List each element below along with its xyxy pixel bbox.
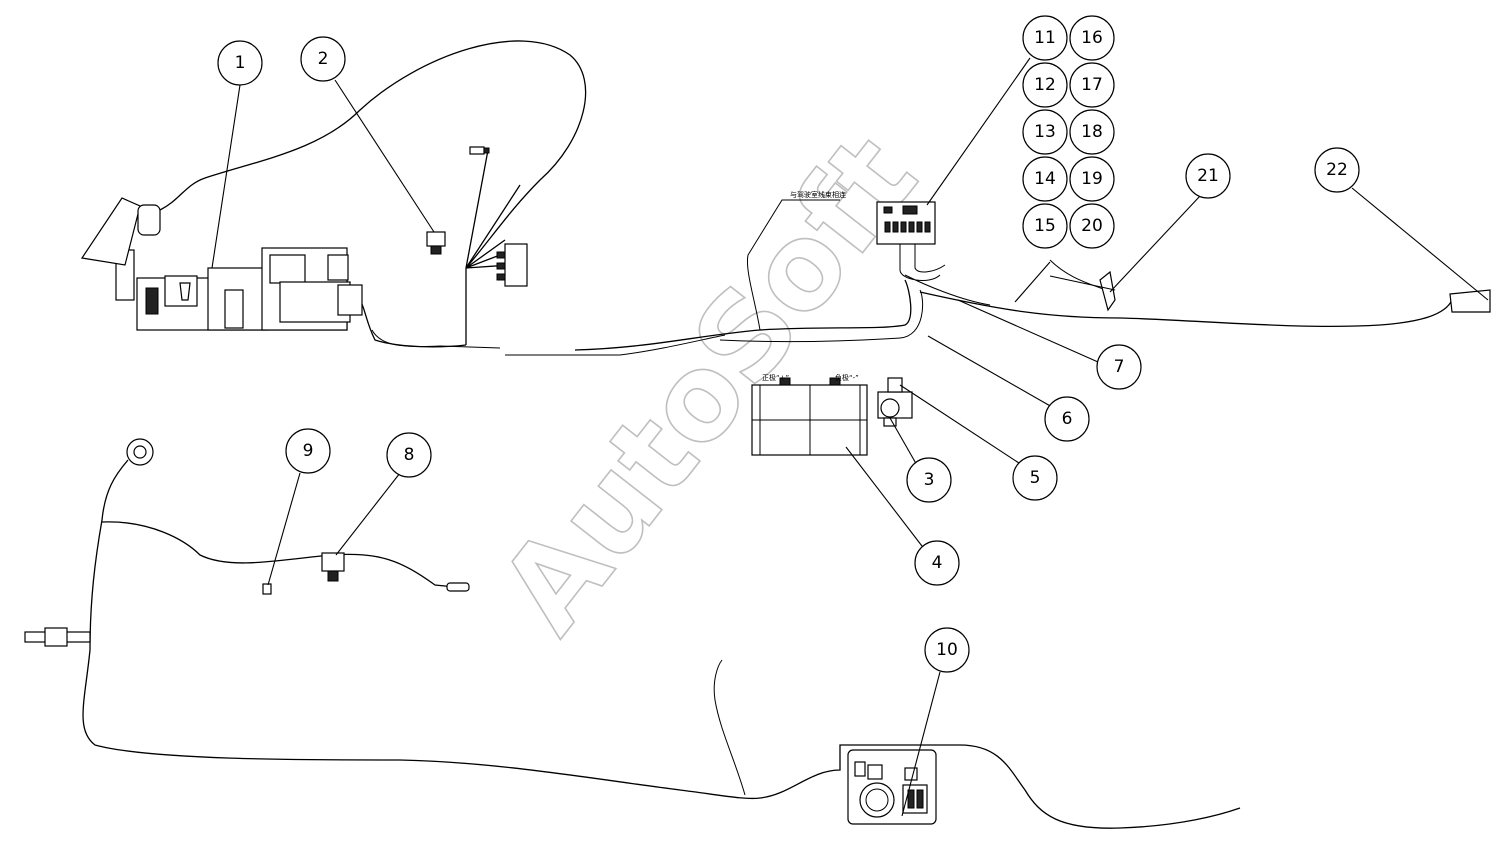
svg-text:15: 15 (1034, 216, 1056, 236)
svg-text:18: 18 (1081, 122, 1103, 142)
leader-lines (211, 57, 1489, 817)
callout-11: 11 (1022, 15, 1068, 61)
battery-switch (877, 377, 913, 427)
svg-text:8: 8 (404, 445, 415, 465)
callout-20: 20 (1069, 203, 1115, 249)
callout-13: 13 (1022, 109, 1068, 155)
callout-2: 2 (300, 36, 346, 82)
svg-text:17: 17 (1081, 75, 1103, 95)
callout-18: 18 (1069, 109, 1115, 155)
upper-harness-loop (159, 40, 587, 269)
svg-text:14: 14 (1034, 169, 1056, 189)
gauge-panel (847, 749, 937, 825)
callout-8: 8 (386, 432, 432, 478)
svg-text:6: 6 (1062, 409, 1073, 429)
engine-harness-branch (465, 149, 521, 269)
fuse-box-harness (899, 244, 991, 306)
callout-6: 6 (1044, 396, 1090, 442)
callout-7: 7 (1096, 344, 1142, 390)
svg-text:7: 7 (1114, 357, 1125, 377)
lower-harness-branch (101, 521, 466, 589)
callout-16: 16 (1069, 15, 1115, 61)
connector-right-lower (446, 582, 470, 592)
callout-21: 21 (1185, 153, 1231, 199)
svg-text:9: 9 (303, 441, 314, 461)
callout-4: 4 (914, 540, 960, 586)
callout-12: 12 (1022, 62, 1068, 108)
callout-1: 1 (217, 40, 263, 86)
sensor-8 (321, 552, 345, 582)
cab-harness-lead (746, 199, 840, 331)
callout-14: 14 (1022, 156, 1068, 202)
battery (751, 377, 868, 456)
callout-19: 19 (1069, 156, 1115, 202)
sensor-9 (262, 583, 272, 595)
svg-text:4: 4 (932, 553, 943, 573)
lower-harness (82, 459, 1241, 829)
grommet (126, 438, 154, 466)
note-top: 与驾驶室线束相连 (790, 190, 846, 199)
callout-3: 3 (906, 457, 952, 503)
svg-text:5: 5 (1030, 468, 1041, 488)
svg-text:1: 1 (235, 53, 246, 73)
connector-22 (1449, 289, 1491, 313)
battery-neg-label: 负极“-” (835, 373, 859, 382)
connector-21 (1099, 270, 1116, 312)
engine-harness-main (357, 268, 467, 348)
main-harness (574, 279, 912, 351)
connector-top (469, 146, 490, 155)
callout-17: 17 (1069, 62, 1115, 108)
main-harness-return (719, 289, 924, 343)
svg-text:2: 2 (318, 49, 329, 69)
svg-text:20: 20 (1081, 216, 1103, 236)
callout-22: 22 (1314, 147, 1360, 193)
svg-text:3: 3 (924, 470, 935, 490)
svg-text:10: 10 (936, 640, 958, 660)
watermark: AutoSoft (473, 110, 943, 657)
callout-5: 5 (1012, 455, 1058, 501)
right-harness-branch (1049, 259, 1106, 291)
svg-text:12: 12 (1034, 75, 1056, 95)
svg-text:13: 13 (1034, 122, 1056, 142)
engine-block (80, 197, 363, 331)
svg-text:19: 19 (1081, 169, 1103, 189)
callout-9: 9 (285, 428, 331, 474)
pressure-switch-2 (426, 231, 446, 255)
connector-left (24, 627, 91, 647)
svg-text:21: 21 (1197, 166, 1219, 186)
callout-10: 10 (924, 627, 970, 673)
svg-text:16: 16 (1081, 28, 1103, 48)
fuse-box (876, 201, 936, 245)
right-harness (919, 291, 1453, 328)
battery-pos-label: 正极“+” (762, 373, 789, 382)
callout-15: 15 (1022, 203, 1068, 249)
relay-block (496, 243, 528, 287)
lower-harness-rise (713, 659, 746, 796)
engine-harness-run (371, 329, 726, 356)
svg-text:11: 11 (1034, 28, 1056, 48)
svg-text:22: 22 (1326, 160, 1348, 180)
